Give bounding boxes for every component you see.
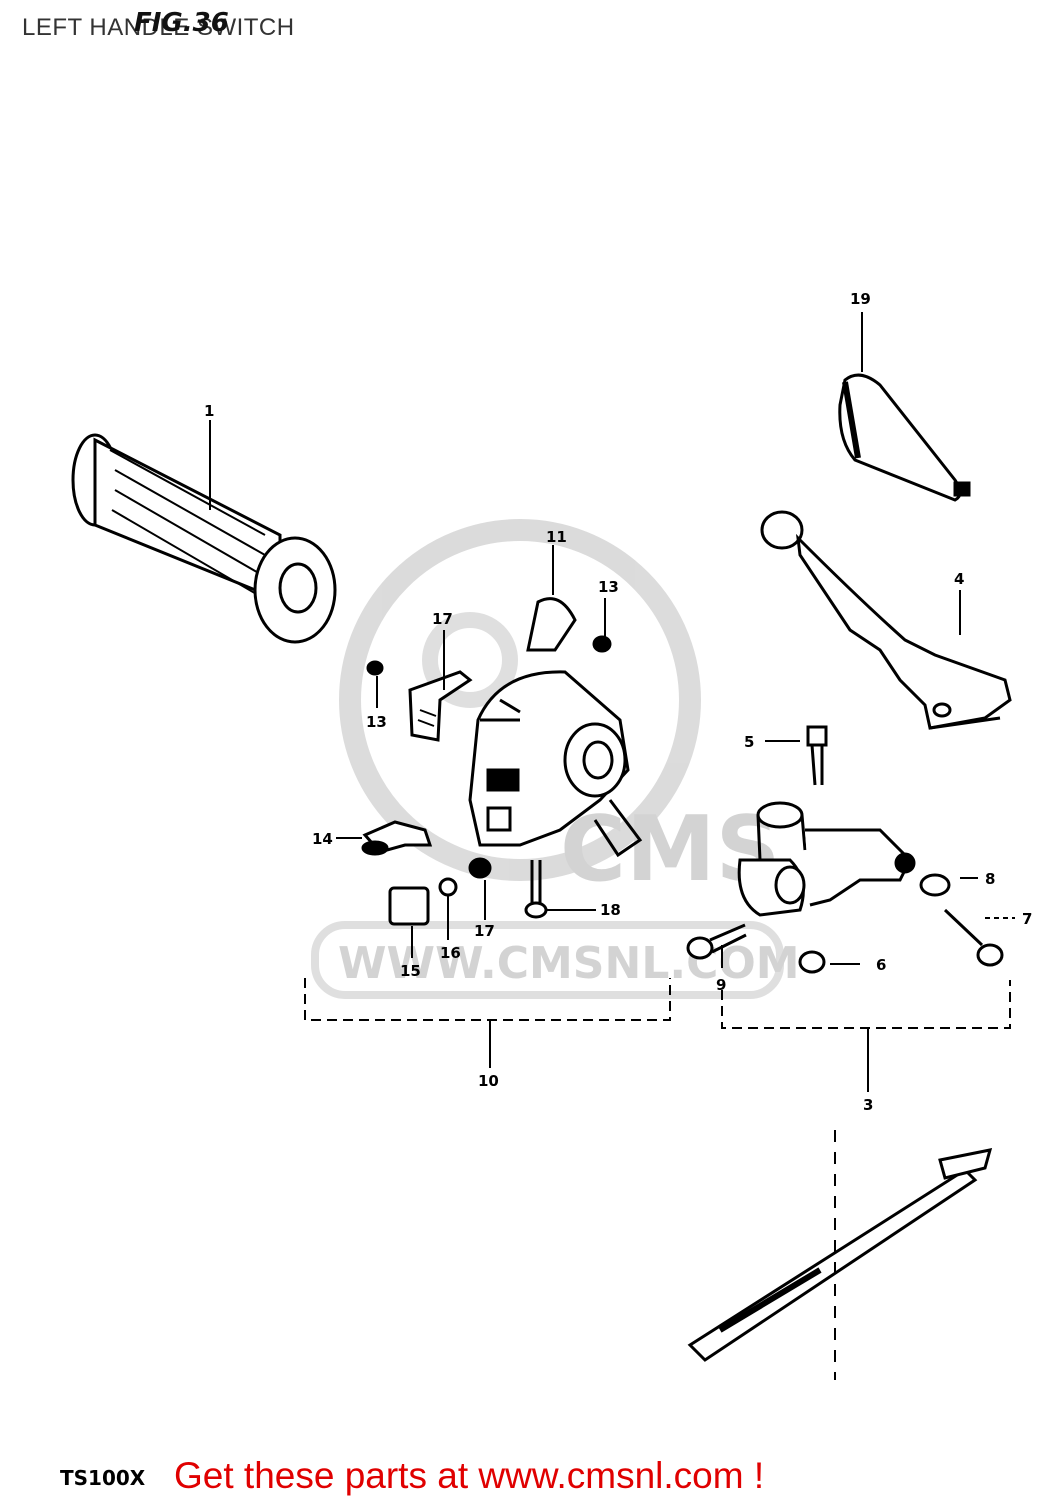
model-code: TS100X [60,1466,146,1490]
promo-link[interactable]: Get these parts at www.cmsnl.com ! [174,1455,765,1496]
callout-11: 11 [546,528,567,546]
callout-14: 14 [312,830,333,848]
grip [71,433,337,644]
callout-15: 15 [400,962,421,980]
callout-4: 4 [954,570,964,588]
lever-cover [838,373,971,502]
callout-13a: 13 [598,578,619,596]
callout-13b: 13 [366,713,387,731]
callout-10: 10 [478,1072,499,1090]
callout-9: 9 [716,976,726,994]
figure-number: FIG.36 [134,8,229,38]
switch-cap [388,886,430,926]
leader-lines [209,312,1015,1380]
turn-knob [361,820,433,856]
callout-5: 5 [744,733,754,751]
callout-7: 7 [1022,910,1032,928]
callout-8: 8 [985,870,995,888]
callout-6: 6 [876,956,886,974]
callout-labels: 1 19 4 5 8 7 6 9 11 13 17 13 14 15 16 17… [204,290,1032,1114]
fasteners [366,635,1004,974]
watermark: CMS WWW.CMSNL.COM [311,519,800,999]
lever-holder [737,801,916,917]
switch-housing [468,670,643,858]
horn-button [408,670,473,742]
page-title: LEFT HANDLE SWITCH [22,14,295,41]
callout-19: 19 [850,290,871,308]
dimmer-knob [526,597,577,652]
callout-3: 3 [863,1096,873,1114]
callout-1: 1 [204,402,214,420]
callout-17b: 17 [474,922,495,940]
cable-strap [687,1148,993,1362]
clutch-lever [760,510,1012,730]
callout-17: 17 [432,610,453,628]
callout-16: 16 [440,944,461,962]
callout-18: 18 [600,901,621,919]
